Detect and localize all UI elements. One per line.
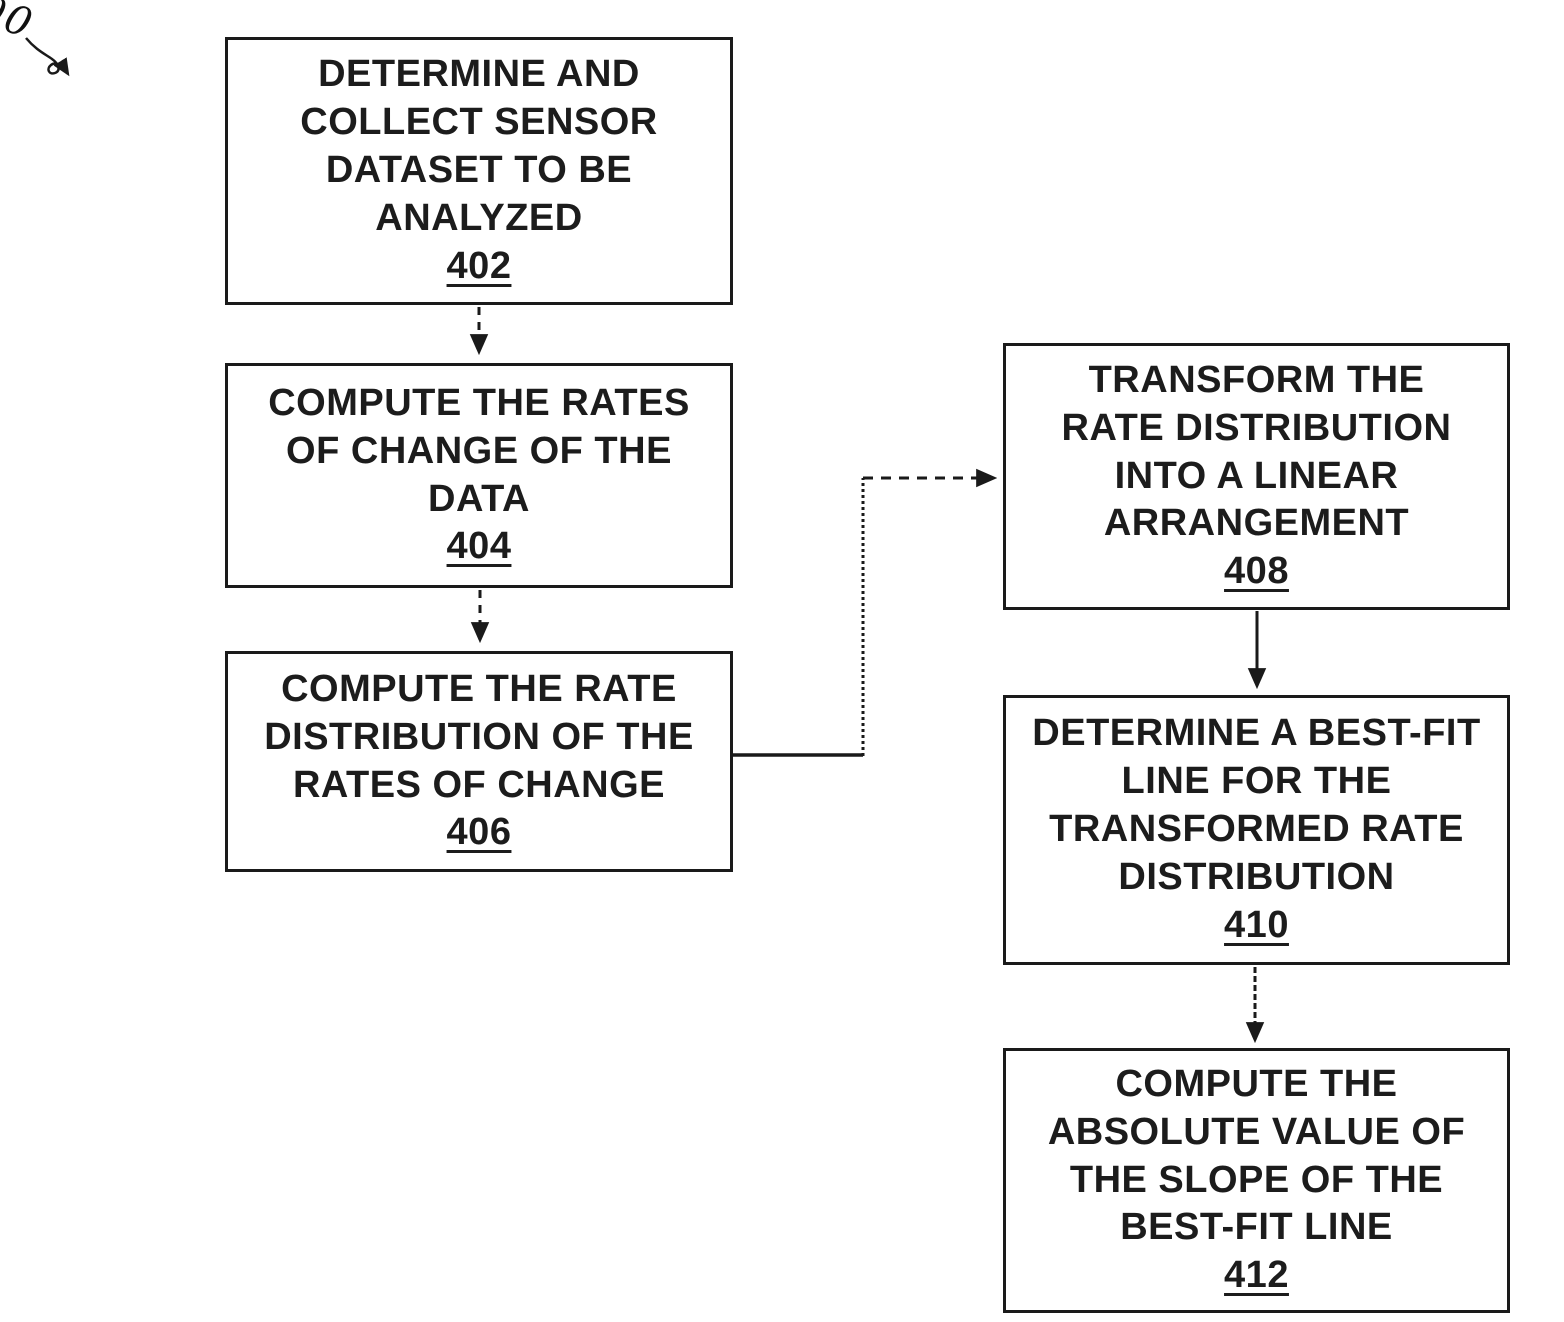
flow-box-412-text: COMPUTE THE ABSOLUTE VALUE OF THE SLOPE … (1047, 1062, 1466, 1249)
flow-box-402-text: DETERMINE AND COLLECT SENSOR DATASET TO … (300, 53, 658, 239)
flow-box-412-ref: 412 (1224, 1254, 1289, 1297)
flow-box-408-ref: 408 (1224, 550, 1289, 593)
flow-box-406: COMPUTE THE RATE DISTRIBUTION OF THE RAT… (225, 651, 733, 872)
flow-box-410-ref: 410 (1224, 903, 1289, 946)
flow-box-410-text: DETERMINE A BEST-FIT LINE FOR THE TRANSF… (1032, 712, 1481, 898)
figure-ref-label: 00 (0, 0, 40, 49)
flow-box-412: COMPUTE THE ABSOLUTE VALUE OF THE SLOPE … (1003, 1048, 1510, 1313)
flow-box-404: COMPUTE THE RATES OF CHANGE OF THE DATA … (225, 363, 733, 588)
figure-lead-arrow-icon (25, 37, 70, 77)
flow-box-408: TRANSFORM THE RATE DISTRIBUTION INTO A L… (1003, 343, 1510, 610)
flow-box-406-ref: 406 (446, 811, 512, 854)
flow-box-410: DETERMINE A BEST-FIT LINE FOR THE TRANSF… (1003, 695, 1510, 965)
flow-box-404-text: COMPUTE THE RATES OF CHANGE OF THE DATA (268, 381, 690, 520)
flow-box-406-text: COMPUTE THE RATE DISTRIBUTION OF THE RAT… (264, 667, 694, 806)
flow-box-402: DETERMINE AND COLLECT SENSOR DATASET TO … (225, 37, 733, 305)
flow-box-402-ref: 402 (446, 244, 512, 287)
flow-box-404-ref: 404 (446, 525, 512, 568)
flow-box-408-text: TRANSFORM THE RATE DISTRIBUTION INTO A L… (1061, 358, 1452, 545)
